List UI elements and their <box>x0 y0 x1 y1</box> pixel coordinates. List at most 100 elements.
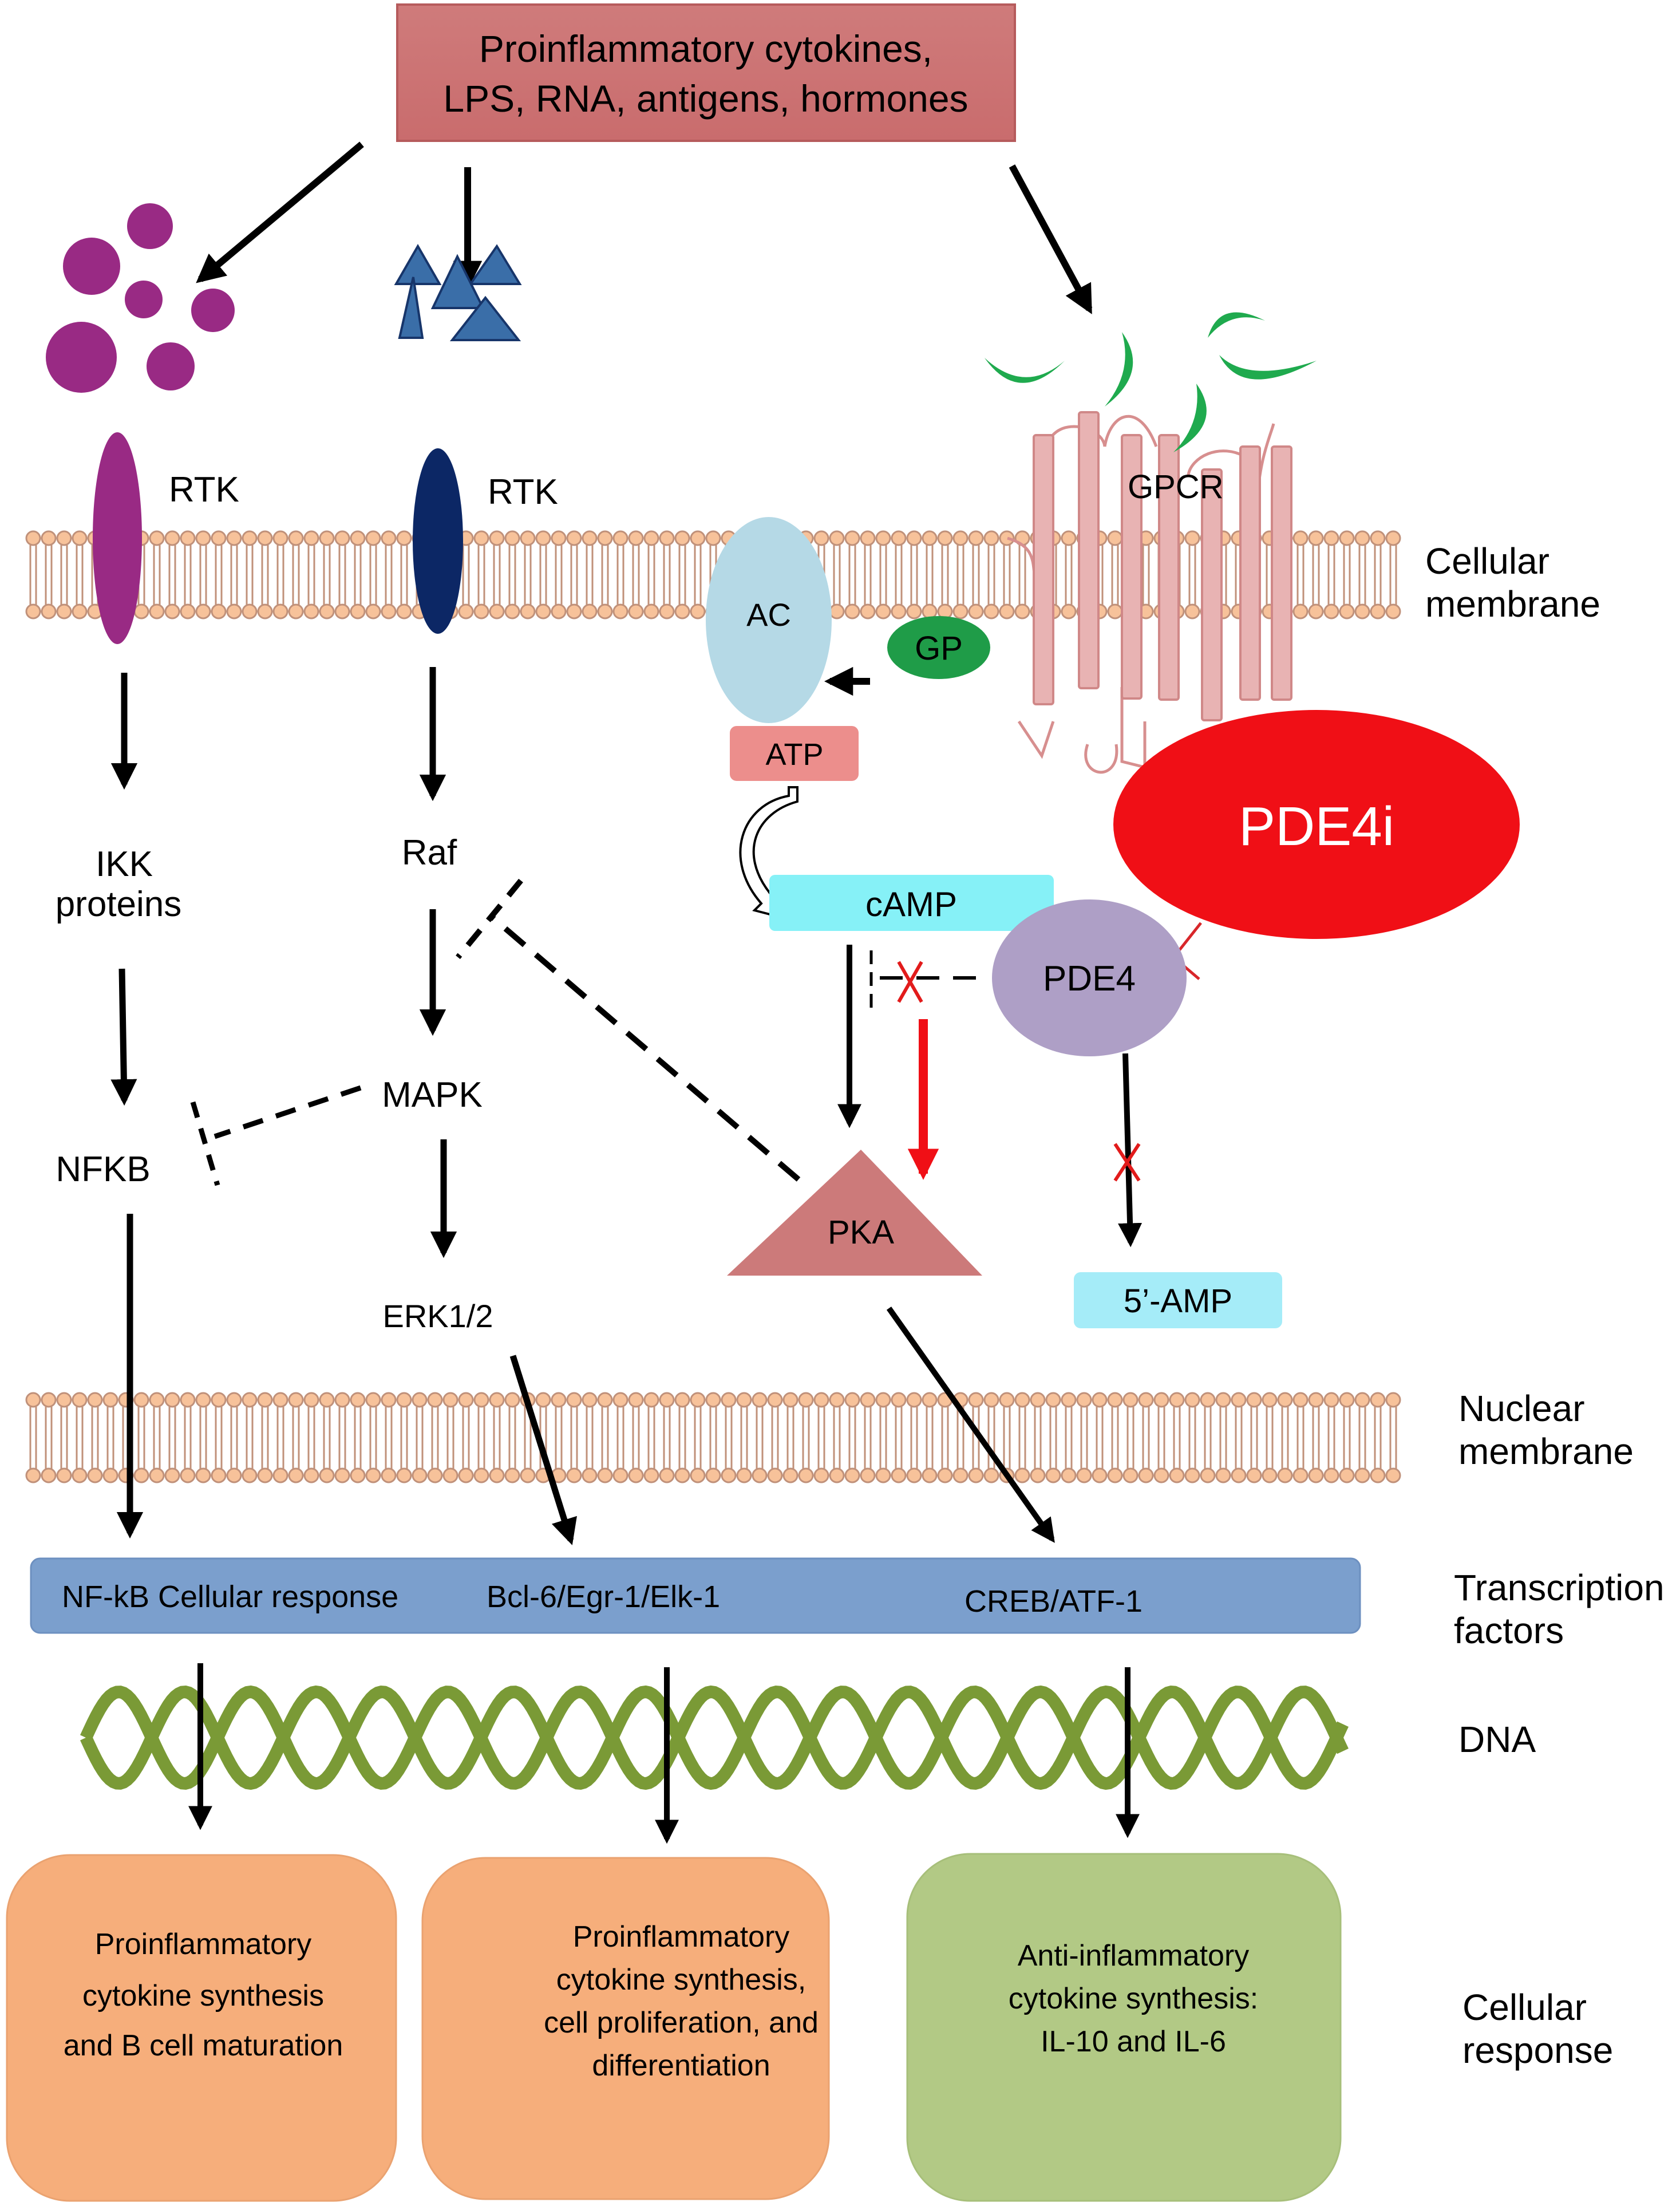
lipid-head <box>102 1467 118 1483</box>
lipid-head <box>396 1392 412 1408</box>
lipid-head <box>705 1392 721 1408</box>
lipid-head <box>1200 1467 1216 1483</box>
lipid-head <box>381 530 397 546</box>
lipid-head <box>906 530 922 546</box>
blue-ligand <box>449 295 521 341</box>
lipid-head <box>690 1392 706 1408</box>
lipid-head <box>952 530 969 546</box>
lipid-head <box>1122 1392 1139 1408</box>
camp-box <box>769 875 1054 931</box>
lipid-head <box>350 530 366 546</box>
lipid-head <box>242 603 258 619</box>
lipid-head <box>242 1467 258 1483</box>
lipid-head <box>303 530 319 546</box>
lipid-head <box>922 1392 938 1408</box>
lipid-head <box>1138 1467 1154 1483</box>
lipid-head <box>1262 1467 1278 1483</box>
lipid-head <box>272 1392 288 1408</box>
lipid-head <box>520 603 536 619</box>
lipid-head <box>937 530 953 546</box>
lipid-head <box>566 1467 582 1483</box>
lipid-head <box>381 1392 397 1408</box>
lipid-head <box>1323 530 1339 546</box>
lipid-head <box>102 1392 118 1408</box>
purple-ligands <box>46 203 235 393</box>
blocked-x-mark-2 <box>1113 1143 1141 1182</box>
blue-ligand <box>468 244 522 285</box>
lipid-head <box>504 1467 520 1483</box>
lipid-head <box>41 603 57 619</box>
pde4-inhibitor <box>1113 710 1520 939</box>
lipid-head <box>628 530 644 546</box>
lipid-head <box>226 1467 242 1483</box>
lipid-head <box>72 1392 88 1408</box>
dna-strand <box>80 1685 1349 1790</box>
gpcr-helix <box>1078 411 1100 689</box>
blue-ligands <box>394 243 522 341</box>
lipid-head <box>365 1467 381 1483</box>
lipid-head <box>582 1392 598 1408</box>
lipid-head <box>164 530 180 546</box>
lipid-head <box>133 1392 149 1408</box>
response-3-line-1: Anti-inflammatory <box>1018 1939 1250 1972</box>
lipid-head <box>195 1392 211 1408</box>
response-3-line-2: cytokine synthesis: <box>1009 1982 1258 2015</box>
lipid-head <box>257 603 273 619</box>
lipid-head <box>535 530 551 546</box>
lipid-head <box>767 1392 783 1408</box>
lipid-head <box>396 1467 412 1483</box>
lipid-head <box>659 530 675 546</box>
lipid-head <box>1354 1467 1370 1483</box>
dna-strand <box>80 1685 1349 1790</box>
lipid-head <box>1138 1392 1154 1408</box>
lipid-head <box>211 603 227 619</box>
lipid-head <box>473 603 489 619</box>
lipid-head <box>381 1467 397 1483</box>
lipid-head <box>458 1467 474 1483</box>
lipid-head <box>1076 1467 1092 1483</box>
lipid-head <box>690 603 706 619</box>
purple-ligand <box>191 289 235 332</box>
lipid-head <box>442 1467 458 1483</box>
response-2-line-4: differentiation <box>592 2049 770 2082</box>
lipid-head <box>690 1467 706 1483</box>
lipid-head <box>1231 1392 1247 1408</box>
lipid-head <box>999 530 1015 546</box>
lipid-head <box>813 530 829 546</box>
erk-label: ERK1/2 <box>383 1298 493 1334</box>
lipid-head <box>736 1467 752 1483</box>
lipid-head <box>1370 1392 1386 1408</box>
lipid-head <box>1246 1467 1262 1483</box>
nfkb-inhibition-bar <box>190 1101 220 1186</box>
lipid-head <box>628 1392 644 1408</box>
lipid-head <box>597 530 613 546</box>
lipid-head <box>489 1392 505 1408</box>
lipid-head <box>705 530 721 546</box>
lipid-head <box>458 603 474 619</box>
lipid-head <box>891 1392 907 1408</box>
lipid-head <box>1370 603 1386 619</box>
gpcr-helix <box>1201 468 1223 721</box>
rtk-label-2: RTK <box>488 472 558 512</box>
lipid-head <box>1215 1392 1231 1408</box>
lipid-head <box>952 1467 969 1483</box>
atp-label: ATP <box>765 737 823 772</box>
lipid-head <box>164 1392 180 1408</box>
lipid-head <box>968 1392 984 1408</box>
g-protein <box>887 616 990 679</box>
lipid-head <box>1292 603 1309 619</box>
lipid-head <box>705 1467 721 1483</box>
lipid-head <box>1153 1392 1169 1408</box>
lipid-head <box>350 603 366 619</box>
stimulus-line-2: LPS, RNA, antigens, hormones <box>443 77 968 120</box>
atp-box <box>730 726 859 781</box>
lipid-head <box>983 1392 999 1408</box>
tf-nfkb-response: NF-kB Cellular response <box>62 1580 398 1614</box>
lipid-head <box>1045 1392 1061 1408</box>
label-cellular-membrane-2: membrane <box>1425 583 1600 625</box>
gpcr-helix <box>1239 445 1261 701</box>
lipid-head <box>1339 1392 1355 1408</box>
raf-label: Raf <box>402 833 457 873</box>
lipid-head <box>1262 1392 1278 1408</box>
